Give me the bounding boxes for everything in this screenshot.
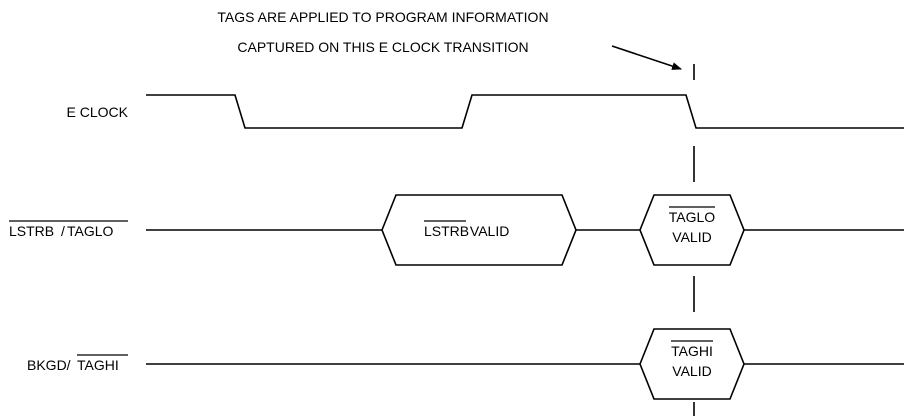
taghi-valid-box-line1: TAGHI: [671, 343, 713, 359]
taglo-valid-box-line1: TAGLO: [669, 209, 716, 225]
note-line-1: TAGS ARE APPLIED TO PROGRAM INFORMATION: [217, 9, 548, 25]
lstrb-valid-box-overbar-text: LSTRB: [424, 223, 469, 239]
taghi-label-part-b: TAGHI: [77, 357, 119, 373]
note-arrow: [611, 45, 682, 70]
bkgd-label-part-a: BKGD/: [27, 357, 71, 373]
taglo-valid-box-line2: VALID: [672, 229, 711, 245]
eclock-label: E CLOCK: [67, 104, 129, 120]
lstrb-label-separator: /: [61, 223, 65, 239]
taglo-label-part-b: TAGLO: [67, 223, 114, 239]
note-line-2: CAPTURED ON THIS E CLOCK TRANSITION: [237, 39, 528, 55]
lstrb-taglo-label: LSTRB / TAGLO: [9, 220, 128, 239]
taghi-valid-box-line2: VALID: [672, 363, 711, 379]
lstrb-valid-box-text: VALID: [466, 223, 509, 239]
bkgd-taghi-label: BKGD/ TAGHI: [27, 354, 128, 373]
lstrb-label-part-a: LSTRB: [9, 223, 54, 239]
eclock-waveform: [146, 94, 904, 129]
